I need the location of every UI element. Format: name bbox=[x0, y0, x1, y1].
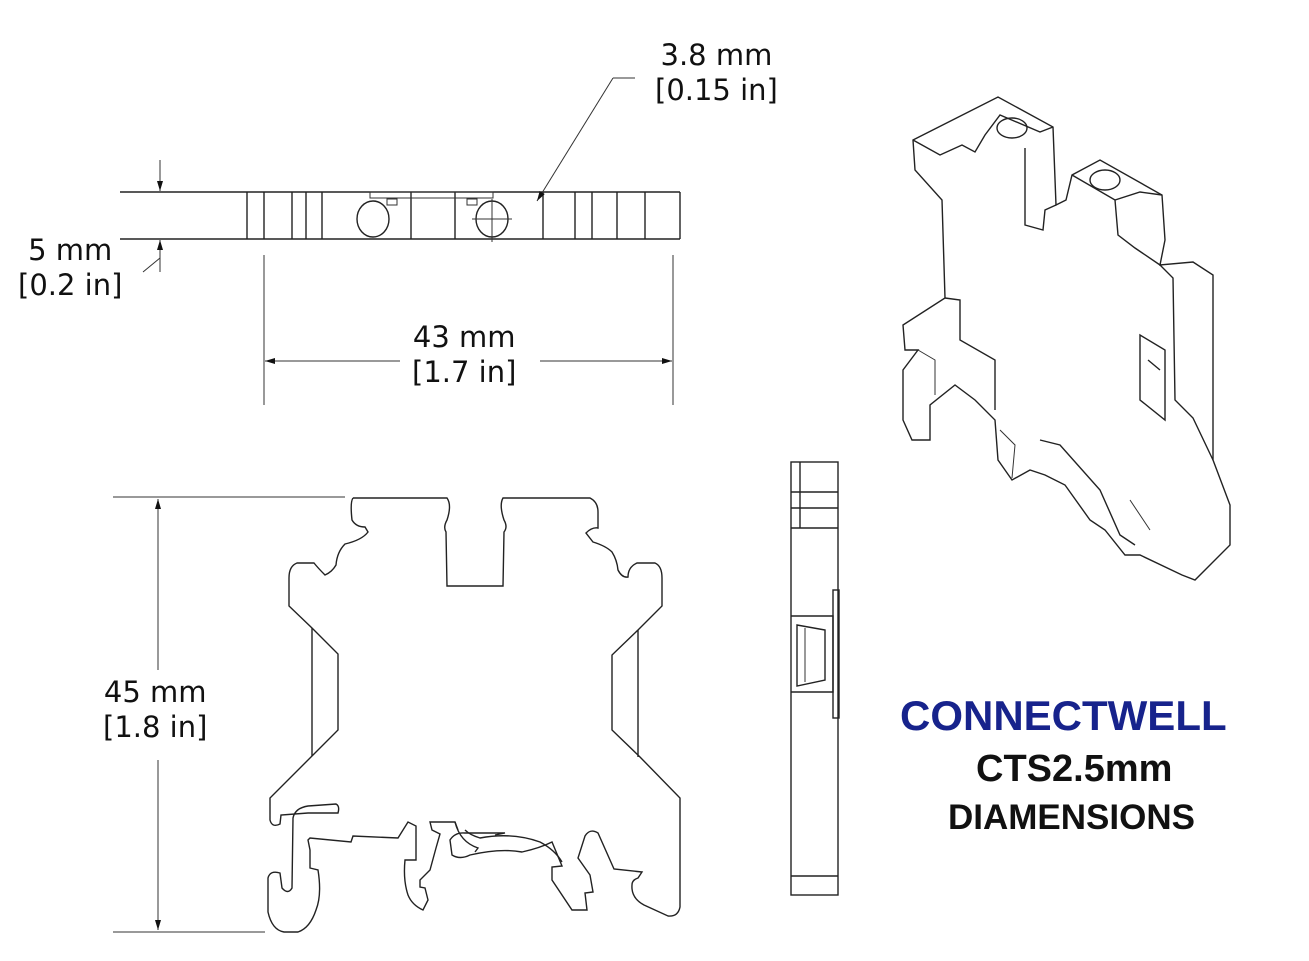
model-name: CTS2.5mm bbox=[976, 748, 1173, 790]
thickness-dimension-label: 5 mm [0.2 in] bbox=[18, 233, 122, 303]
front-view bbox=[267, 497, 681, 933]
hole-inch: [0.15 in] bbox=[655, 72, 778, 107]
caption: DIAMENSIONS bbox=[948, 798, 1195, 837]
top-view bbox=[120, 191, 681, 242]
height-inch: [1.8 in] bbox=[103, 709, 208, 744]
side-view bbox=[790, 461, 840, 896]
hole-mm: 3.8 mm bbox=[660, 38, 773, 72]
thickness-inch: [0.2 in] bbox=[18, 267, 123, 302]
width-mm: 43 mm bbox=[412, 320, 516, 354]
width-dimension-label: 43 mm [1.7 in] bbox=[412, 320, 516, 390]
height-dimension-label: 45 mm [1.8 in] bbox=[103, 675, 207, 745]
thickness-mm: 5 mm bbox=[28, 233, 113, 267]
isometric-view bbox=[902, 96, 1231, 581]
hole-dimension-label: 3.8 mm [0.15 in] bbox=[655, 38, 778, 108]
height-mm: 45 mm bbox=[103, 675, 207, 709]
brand-name: CONNECTWELL bbox=[900, 692, 1227, 739]
width-inch: [1.7 in] bbox=[412, 354, 517, 389]
